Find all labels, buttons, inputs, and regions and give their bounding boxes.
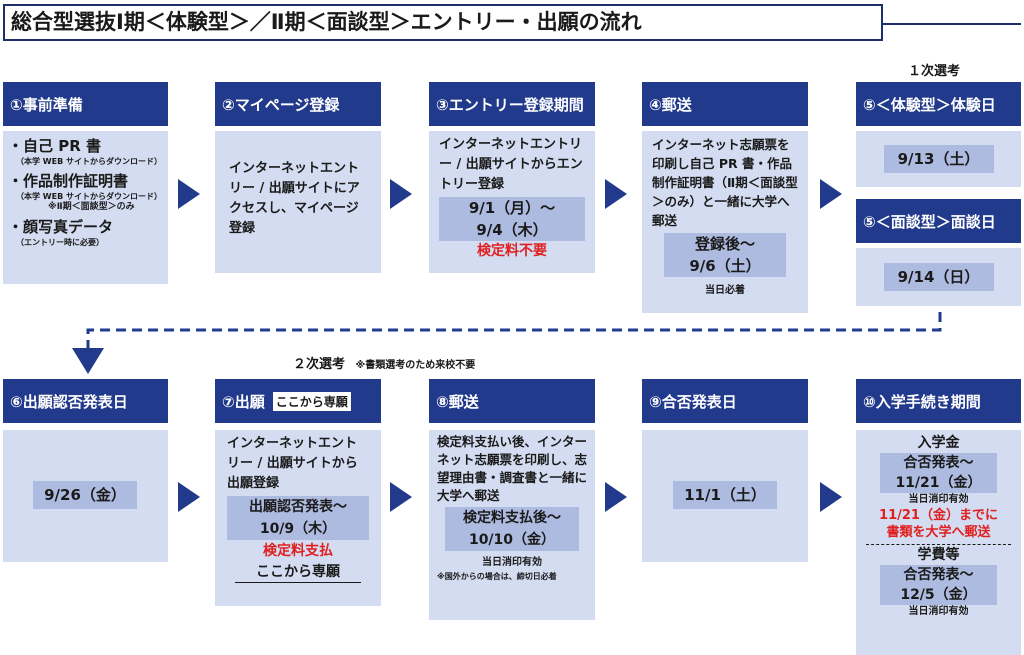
- step1-item3-note: （エントリー時に必要）: [16, 238, 104, 247]
- step3-header: ③エントリー登録期間: [429, 82, 595, 126]
- step1-item1: ・自己 PR 書: [8, 137, 101, 155]
- step9-date: 11/1（土）: [673, 481, 777, 509]
- step4-date1: 登録後～: [694, 235, 755, 253]
- step7-header: ⑦出願 ここから専願: [215, 379, 381, 423]
- step5b-date: 9/14（日）: [883, 263, 994, 291]
- stage1-label: １次選考: [908, 64, 961, 79]
- arrow-8-9: [605, 482, 627, 512]
- step7-header-text: ⑦出願: [222, 392, 265, 411]
- title-rule: [883, 23, 1021, 25]
- step10-date1a: 合否発表～: [903, 455, 974, 471]
- step4-date2: 9/6（土）: [689, 257, 761, 275]
- step2-header: ②マイページ登録: [215, 82, 381, 126]
- step6-date: 9/26（金）: [33, 481, 137, 509]
- step10-body: 入学金 合否発表～ 11/21（金） 当日消印有効 11/21（金）までに 書類…: [856, 430, 1021, 655]
- step10-label2: 学費等: [917, 547, 960, 563]
- step8-date1: 検定料支払後～: [463, 510, 561, 526]
- step4-body: インターネット志願票を印刷し自己 PR 書・作品制作証明書（Ⅱ期＜面談型＞のみ）…: [642, 131, 808, 313]
- step5b-body: 9/14（日）: [856, 248, 1021, 306]
- stage2-label-text: ２次選考: [293, 357, 346, 372]
- step1-item2-note: （本学 WEB サイトからダウンロード）: [16, 192, 162, 201]
- arrow-2-3: [390, 179, 412, 209]
- step5a-date: 9/13（土）: [883, 145, 994, 173]
- step7-red: 検定料支払: [263, 543, 333, 559]
- step8-foot-note: ※国外からの場合は、締切日必着: [437, 572, 557, 581]
- step10-date2b: 12/5（金）: [900, 587, 977, 603]
- step2-text: インターネットエントリー / 出願サイトにアクセスし、マイページ登録: [215, 131, 381, 273]
- step8-date2: 10/10（金）: [468, 532, 556, 548]
- step8-date: 検定料支払後～ 10/10（金）: [445, 507, 579, 551]
- step3-text: インターネットエントリー / 出願サイトからエントリー登録: [439, 137, 583, 192]
- step4-header: ④郵送: [642, 82, 808, 126]
- step4-note: 当日必着: [705, 285, 745, 296]
- step10-red1: 11/21（金）までに: [879, 508, 998, 523]
- connector-dashed: [72, 312, 942, 374]
- step10-header: ⑩入学手続き期間: [856, 379, 1021, 423]
- step3-date: 9/1（月）～ 9/4（木）: [439, 197, 585, 241]
- arrow-9-10: [820, 482, 842, 512]
- step1-item2: ・作品制作証明書: [8, 172, 129, 190]
- stage2-label: ２次選考 ※書類選考のため来校不要: [293, 353, 475, 372]
- step7-date1: 出願認否発表～: [249, 499, 347, 515]
- step3-date2: 9/4（木）: [476, 221, 548, 239]
- step3-body: インターネットエントリー / 出願サイトからエントリー登録 9/1（月）～ 9/…: [429, 131, 595, 273]
- step7-text: インターネットエントリー / 出願サイトから出願登録: [227, 436, 358, 491]
- step1-item2-note2: ※Ⅱ期＜面談型＞のみ: [48, 202, 135, 212]
- step7-date2: 10/9（木）: [259, 521, 337, 537]
- step10-note2: 当日消印有効: [908, 606, 969, 617]
- step1-item3: ・顔写真データ: [8, 218, 114, 236]
- step5a-body: 9/13（土）: [856, 131, 1021, 187]
- step7-footer: ここから専願: [235, 562, 361, 583]
- step7-badge: ここから専願: [272, 391, 351, 411]
- step1-item1-note: （本学 WEB サイトからダウンロード）: [16, 157, 162, 166]
- step8-header: ⑧郵送: [429, 379, 595, 423]
- stage2-note: ※書類選考のため来校不要: [355, 360, 476, 371]
- step10-date2a: 合否発表～: [903, 567, 974, 583]
- step10-date2: 合否発表～ 12/5（金）: [880, 565, 997, 605]
- step4-date: 登録後～ 9/6（土）: [664, 233, 786, 277]
- step3-date1: 9/1（月）～: [468, 199, 556, 217]
- step10-label1: 入学金: [917, 435, 960, 451]
- step7-body: インターネットエントリー / 出願サイトから出願登録 出願認否発表～ 10/9（…: [215, 430, 381, 606]
- step4-text: インターネット志願票を印刷し自己 PR 書・作品制作証明書（Ⅱ期＜面談型＞のみ）…: [652, 137, 798, 228]
- step6-header: ⑥出願認否発表日: [3, 379, 168, 423]
- arrow-3-4: [605, 179, 627, 209]
- step10-red2: 書類を大学へ郵送: [886, 525, 991, 540]
- arrow-1-2: [178, 179, 200, 209]
- step5b-header: ⑤＜面談型＞面談日: [856, 199, 1021, 243]
- step8-body: 検定料支払い後、インターネット志願票を印刷し、志望理由書・調査書と一緒に大学へ郵…: [429, 430, 595, 620]
- page-title: 総合型選抜Ⅰ期＜体験型＞／Ⅱ期＜面談型＞エントリー・出願の流れ: [3, 4, 883, 41]
- step5a-header: ⑤＜体験型＞体験日: [856, 82, 1021, 126]
- step1-header: ①事前準備: [3, 82, 168, 126]
- arrow-6-7: [178, 482, 200, 512]
- step9-header: ⑨合否発表日: [642, 379, 808, 423]
- step7-date: 出願認否発表～ 10/9（木）: [227, 496, 369, 540]
- step3-red: 検定料不要: [477, 243, 547, 259]
- step1-body: ・自己 PR 書 （本学 WEB サイトからダウンロード） ・作品制作証明書 （…: [3, 131, 168, 284]
- step6-body: 9/26（金）: [3, 430, 168, 562]
- step10-date1: 合否発表～ 11/21（金）: [880, 453, 997, 493]
- arrow-7-8: [390, 482, 412, 512]
- step9-body: 11/1（土）: [642, 430, 808, 562]
- step10-date1b: 11/21（金）: [895, 475, 982, 491]
- step10-note1: 当日消印有効: [908, 494, 969, 505]
- step8-text: 検定料支払い後、インターネット志願票を印刷し、志望理由書・調査書と一緒に大学へ郵…: [437, 434, 588, 503]
- step8-note: 当日消印有効: [482, 557, 542, 568]
- arrow-4-5: [820, 179, 842, 209]
- step10-divider: [866, 544, 1011, 545]
